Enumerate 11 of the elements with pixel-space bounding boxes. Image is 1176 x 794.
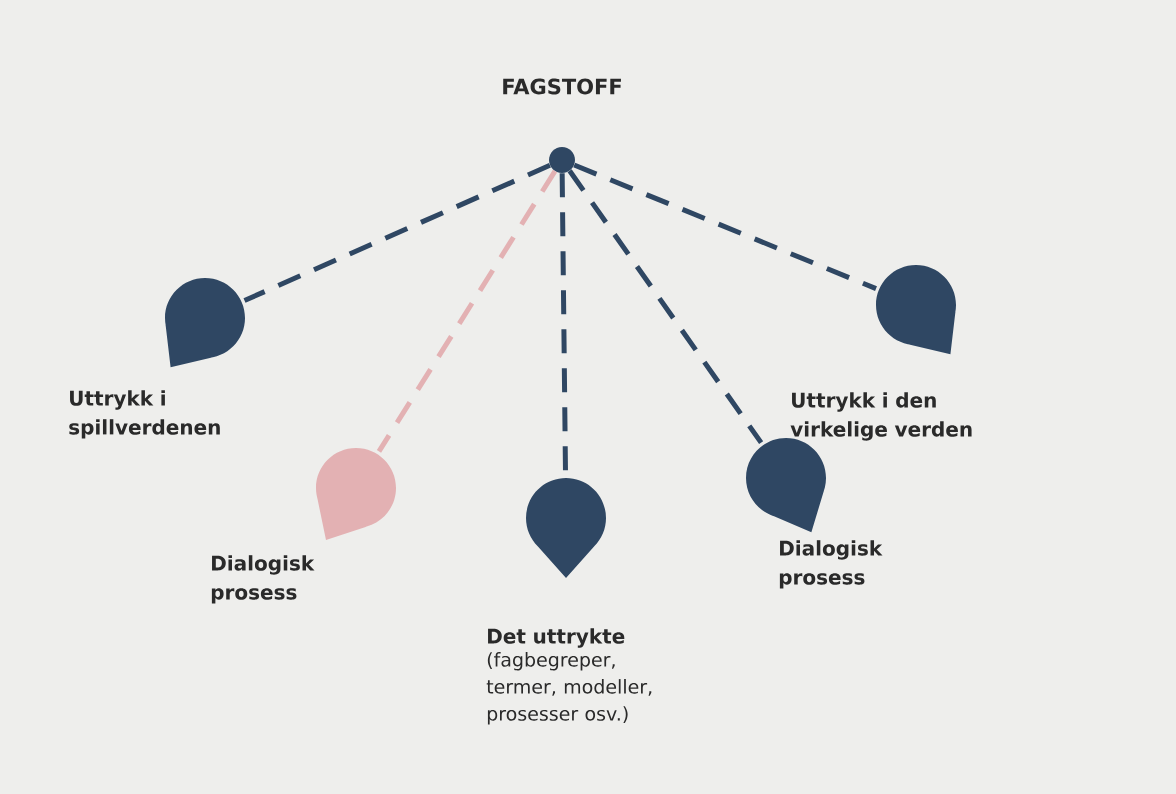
dashed-line (376, 169, 558, 453)
node-label: Det uttrykte (488, 628, 625, 648)
dashed-line (567, 169, 764, 445)
node-label: Uttrykk i den virkelige verden (790, 392, 972, 441)
dashed-line (573, 162, 877, 291)
node-label: Dialogisk prosess (779, 540, 883, 589)
dashed-line (243, 163, 551, 303)
node-label: Uttrykk i spillverdenen (69, 390, 220, 439)
heading: FAGSTOFF (503, 78, 621, 95)
node-description: (fagbegreper, termer, modeller, prosesser osv.) (486, 652, 652, 725)
node-label: Dialogisk prosess (211, 555, 315, 604)
